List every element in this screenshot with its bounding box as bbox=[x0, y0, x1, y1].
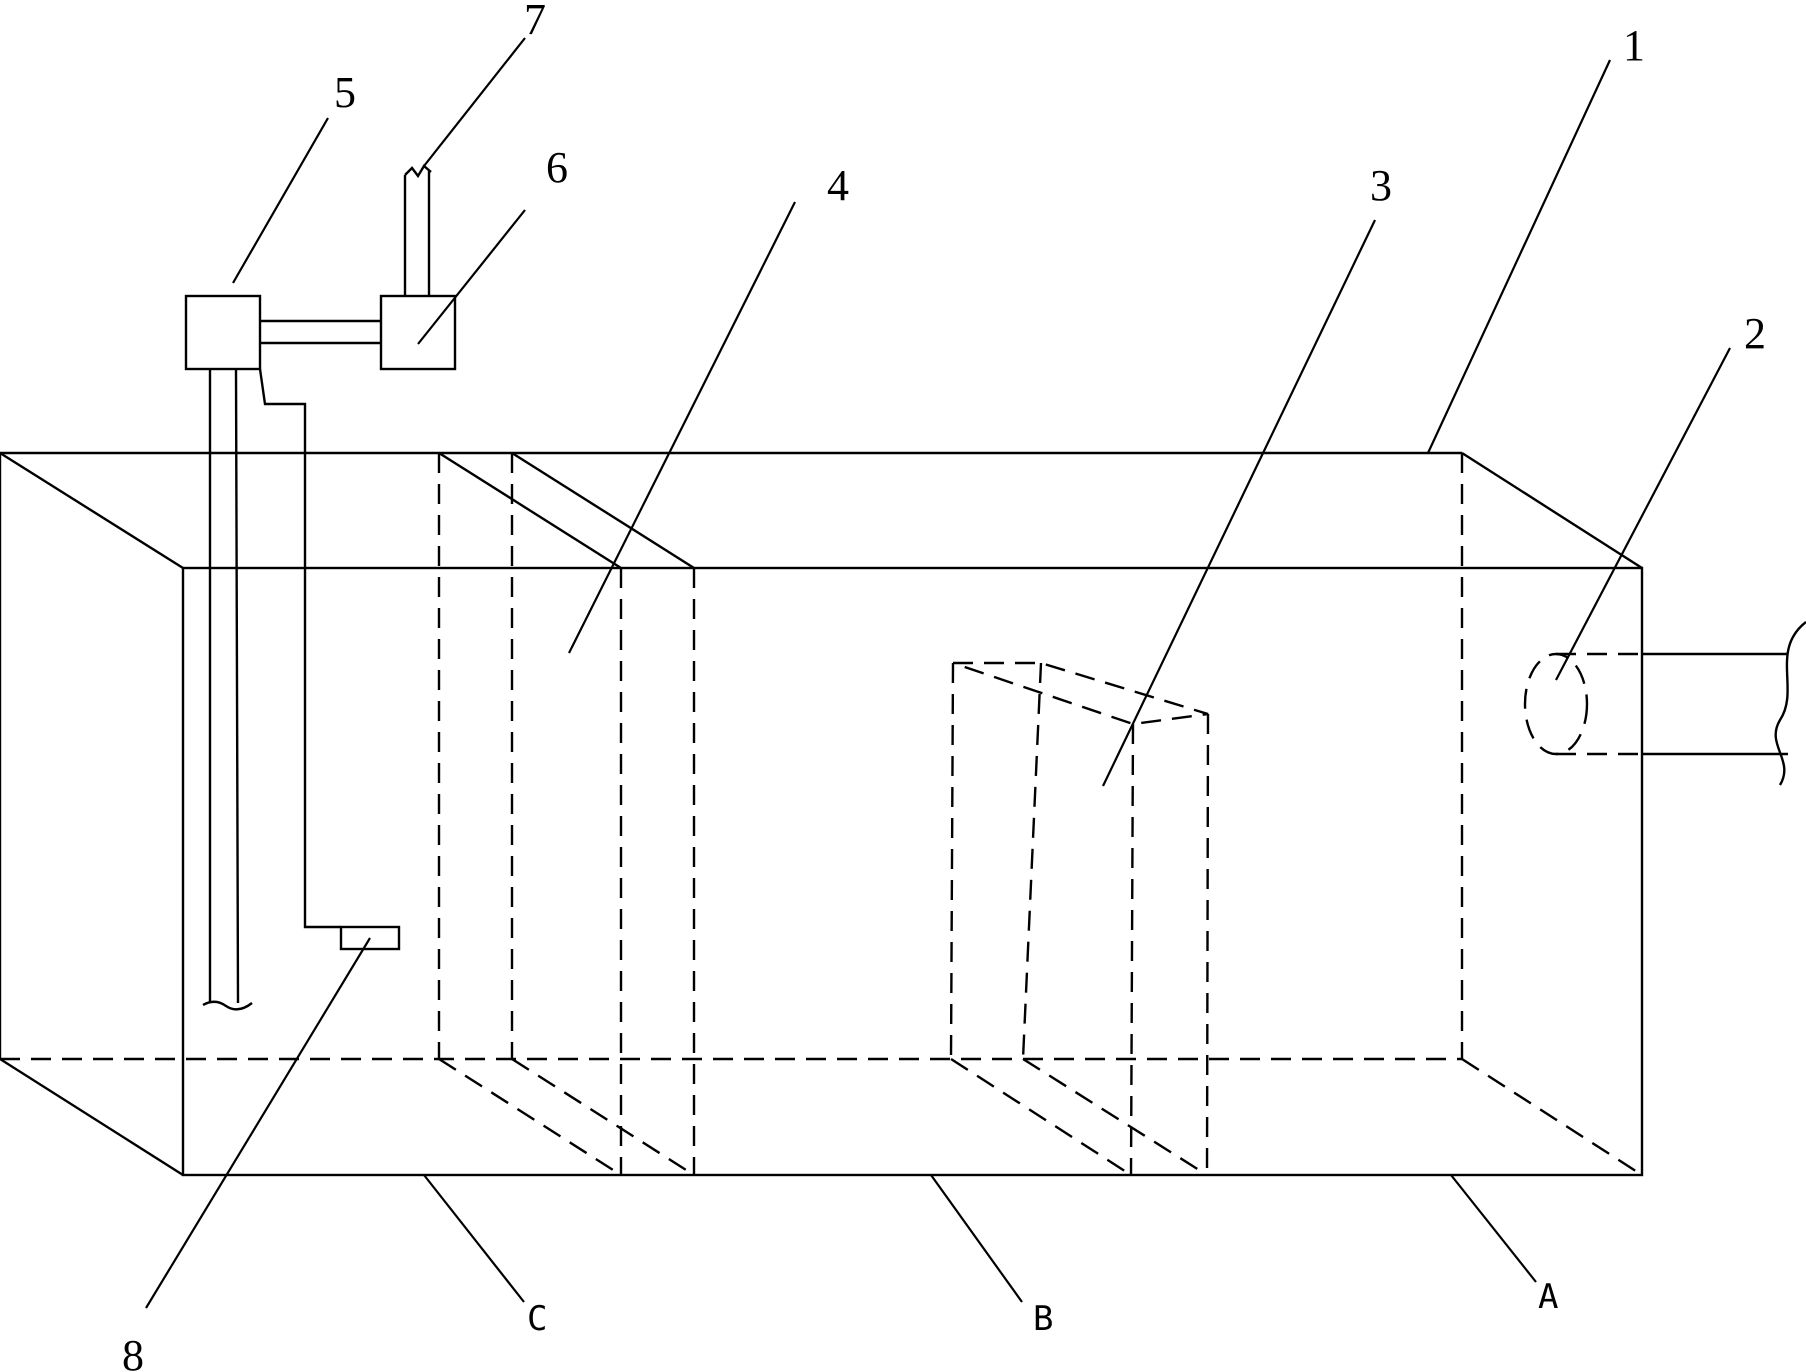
label-7: 7 bbox=[524, 0, 546, 44]
leader-a bbox=[1450, 1174, 1537, 1283]
leader-b bbox=[930, 1174, 1023, 1303]
leader-5 bbox=[232, 117, 329, 284]
tank-top-right-depth bbox=[1461, 451, 1643, 570]
partition-top-depth-1 bbox=[438, 451, 622, 570]
tank-front-face bbox=[181, 566, 1644, 1177]
leader-lines bbox=[145, 37, 1731, 1309]
label-2: 2 bbox=[1744, 309, 1766, 358]
controller-box bbox=[379, 294, 457, 371]
label-4: 4 bbox=[827, 161, 849, 210]
partition-plate bbox=[437, 451, 696, 1177]
partition-top-depth-2 bbox=[511, 451, 695, 570]
label-8: 8 bbox=[122, 1331, 144, 1372]
leader-2 bbox=[1555, 347, 1731, 681]
suction-tube-break bbox=[202, 1000, 253, 1011]
label-5: 5 bbox=[334, 68, 356, 117]
controller-assembly bbox=[379, 164, 457, 371]
label-zone-a: A bbox=[1538, 1277, 1558, 1317]
tank-top-left-depth bbox=[0, 451, 184, 570]
sensor-cable bbox=[258, 368, 341, 929]
baffle-bottom-depth-1 bbox=[950, 1057, 1132, 1177]
baffle-edge-left bbox=[949, 662, 955, 1060]
baffle-edge-mid bbox=[1021, 662, 1043, 1060]
label-1: 1 bbox=[1623, 21, 1645, 70]
baffle-edge-front bbox=[1129, 723, 1135, 1176]
leader-1 bbox=[1427, 59, 1611, 454]
partition-bottom-depth-1 bbox=[438, 1057, 622, 1177]
leader-c bbox=[423, 1174, 525, 1303]
baffle-edge-right bbox=[1205, 713, 1210, 1176]
pump-assembly bbox=[184, 294, 381, 1011]
leader-4 bbox=[568, 201, 796, 654]
leader-8 bbox=[145, 937, 371, 1309]
labels: 1 2 3 4 5 6 7 8 A B C bbox=[122, 0, 1766, 1372]
leader-6 bbox=[417, 209, 526, 345]
suction-tube-right bbox=[234, 368, 240, 1004]
partition-bottom-depth-2 bbox=[511, 1057, 695, 1177]
tank bbox=[0, 451, 1644, 1177]
pump-box bbox=[184, 294, 262, 371]
inlet-pipe bbox=[1523, 621, 1806, 786]
label-6: 6 bbox=[546, 143, 568, 192]
baffle-bottom-depth-2 bbox=[1022, 1057, 1208, 1177]
label-zone-b: B bbox=[1033, 1299, 1053, 1339]
inlet-pipe-break bbox=[1774, 621, 1806, 786]
baffle-top-face bbox=[952, 661, 1209, 726]
label-zone-c: C bbox=[527, 1299, 547, 1339]
tank-bottom-left-depth bbox=[0, 1057, 184, 1177]
tank-bottom-right-depth bbox=[1461, 1057, 1643, 1177]
outlet-pipe-break bbox=[404, 164, 432, 179]
baffle-block bbox=[949, 661, 1210, 1177]
leader-7 bbox=[423, 37, 526, 167]
inlet-pipe-opening bbox=[1523, 652, 1589, 756]
label-3: 3 bbox=[1370, 161, 1392, 210]
leader-3 bbox=[1102, 219, 1376, 787]
